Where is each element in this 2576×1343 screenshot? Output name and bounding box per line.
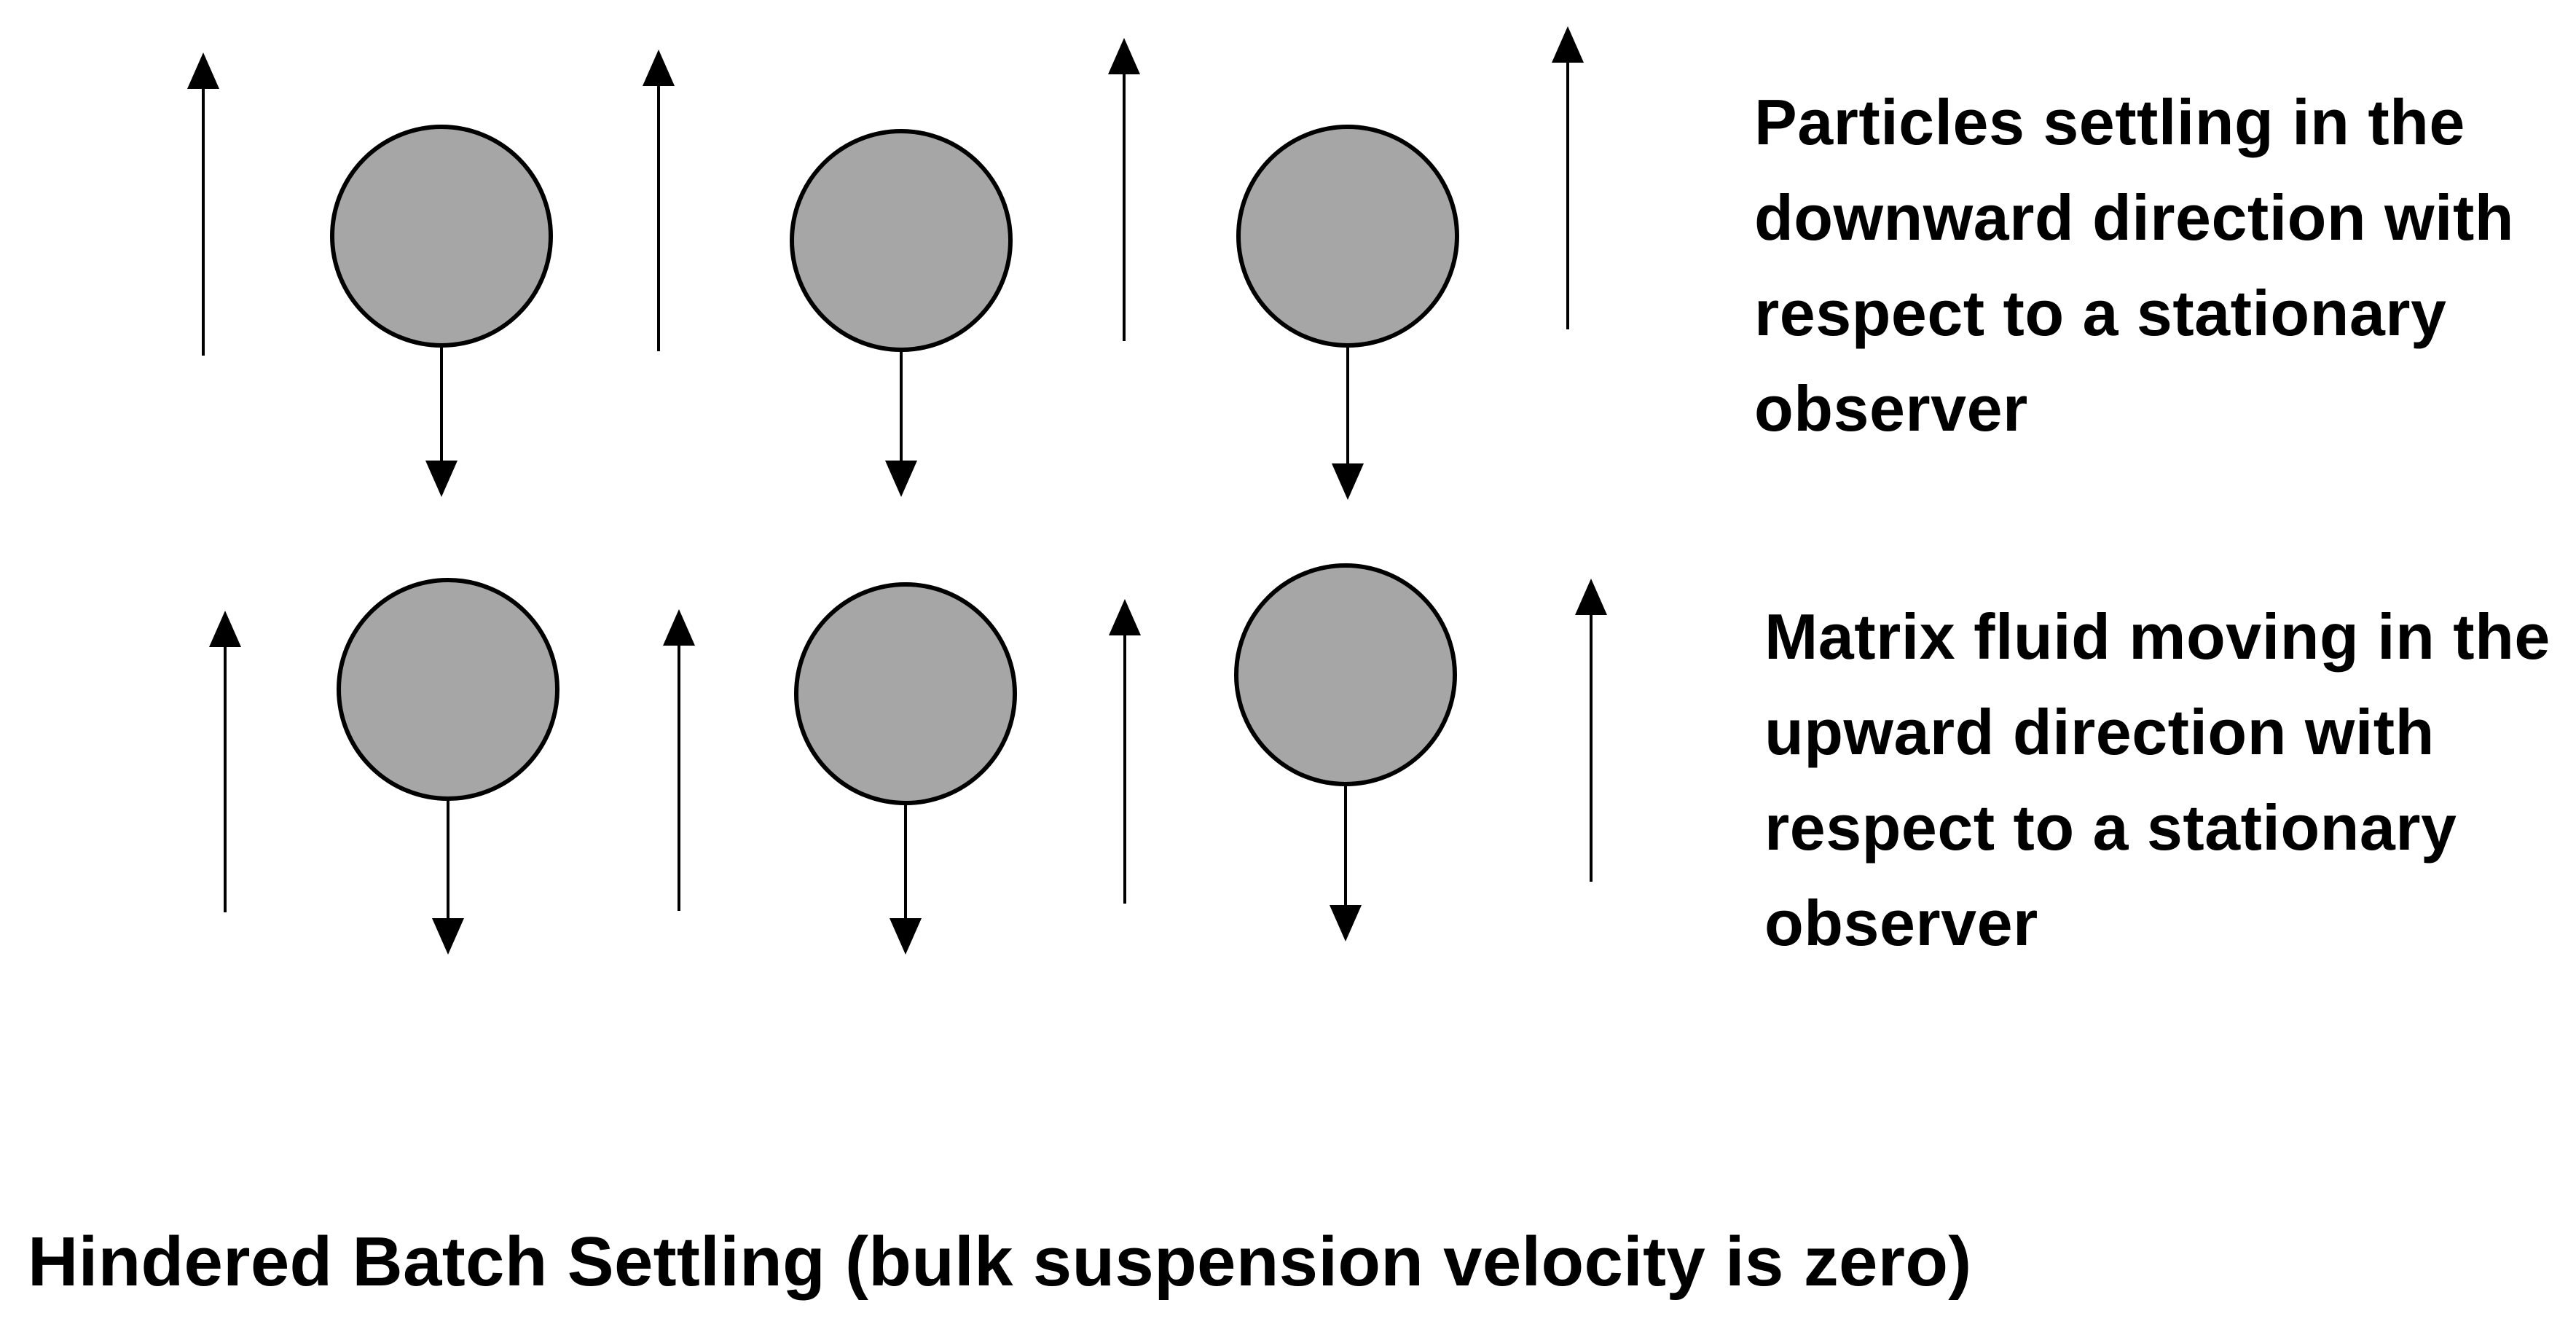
particles-group: [330, 125, 1459, 805]
particles-settling-label: Particles settling in the downward direc…: [1754, 74, 2514, 456]
fluid-arrow-up-head: [209, 611, 241, 647]
fluid-arrow-up-head: [643, 50, 675, 86]
particle-circle: [337, 578, 559, 801]
particle-circle: [1236, 125, 1459, 348]
fluid-arrows-group: [187, 26, 1607, 912]
particle-arrow-down-head: [432, 918, 464, 955]
matrix-fluid-label-line: upward direction with: [1764, 696, 2435, 768]
matrix-fluid-label-line: respect to a stationary: [1764, 791, 2457, 864]
fluid-arrow-up-head: [1552, 26, 1584, 63]
particle-arrow-down-head: [885, 461, 917, 497]
particle-arrow-down-head: [1330, 905, 1362, 941]
fluid-arrow-up-head: [1109, 599, 1141, 635]
fluid-arrow-up-head: [187, 52, 219, 89]
diagram-caption: Hindered Batch Settling (bulk suspension…: [28, 1223, 1972, 1301]
particle-arrows-group: [425, 345, 1364, 955]
particle-circle: [1234, 563, 1457, 786]
particle-arrow-down-head: [1332, 463, 1364, 500]
matrix-fluid-label: Matrix fluid moving in the upward direct…: [1764, 589, 2551, 971]
matrix-fluid-label-line: observer: [1764, 887, 2038, 959]
particle-arrow-down-head: [425, 461, 458, 497]
fluid-arrow-up-head: [1575, 579, 1607, 615]
fluid-arrow-up-head: [1108, 38, 1140, 74]
particle-circle: [790, 129, 1013, 352]
particle-arrow-down-head: [890, 918, 922, 955]
particles-settling-label-line: observer: [1754, 372, 2028, 445]
particles-settling-label-line: respect to a stationary: [1754, 277, 2447, 349]
particles-settling-label-line: Particles settling in the: [1754, 86, 2465, 158]
fluid-arrow-up-head: [663, 609, 695, 646]
particles-settling-label-line: downward direction with: [1754, 181, 2515, 254]
matrix-fluid-label-line: Matrix fluid moving in the: [1764, 600, 2551, 673]
particle-circle: [794, 582, 1017, 805]
particle-circle: [330, 125, 553, 348]
